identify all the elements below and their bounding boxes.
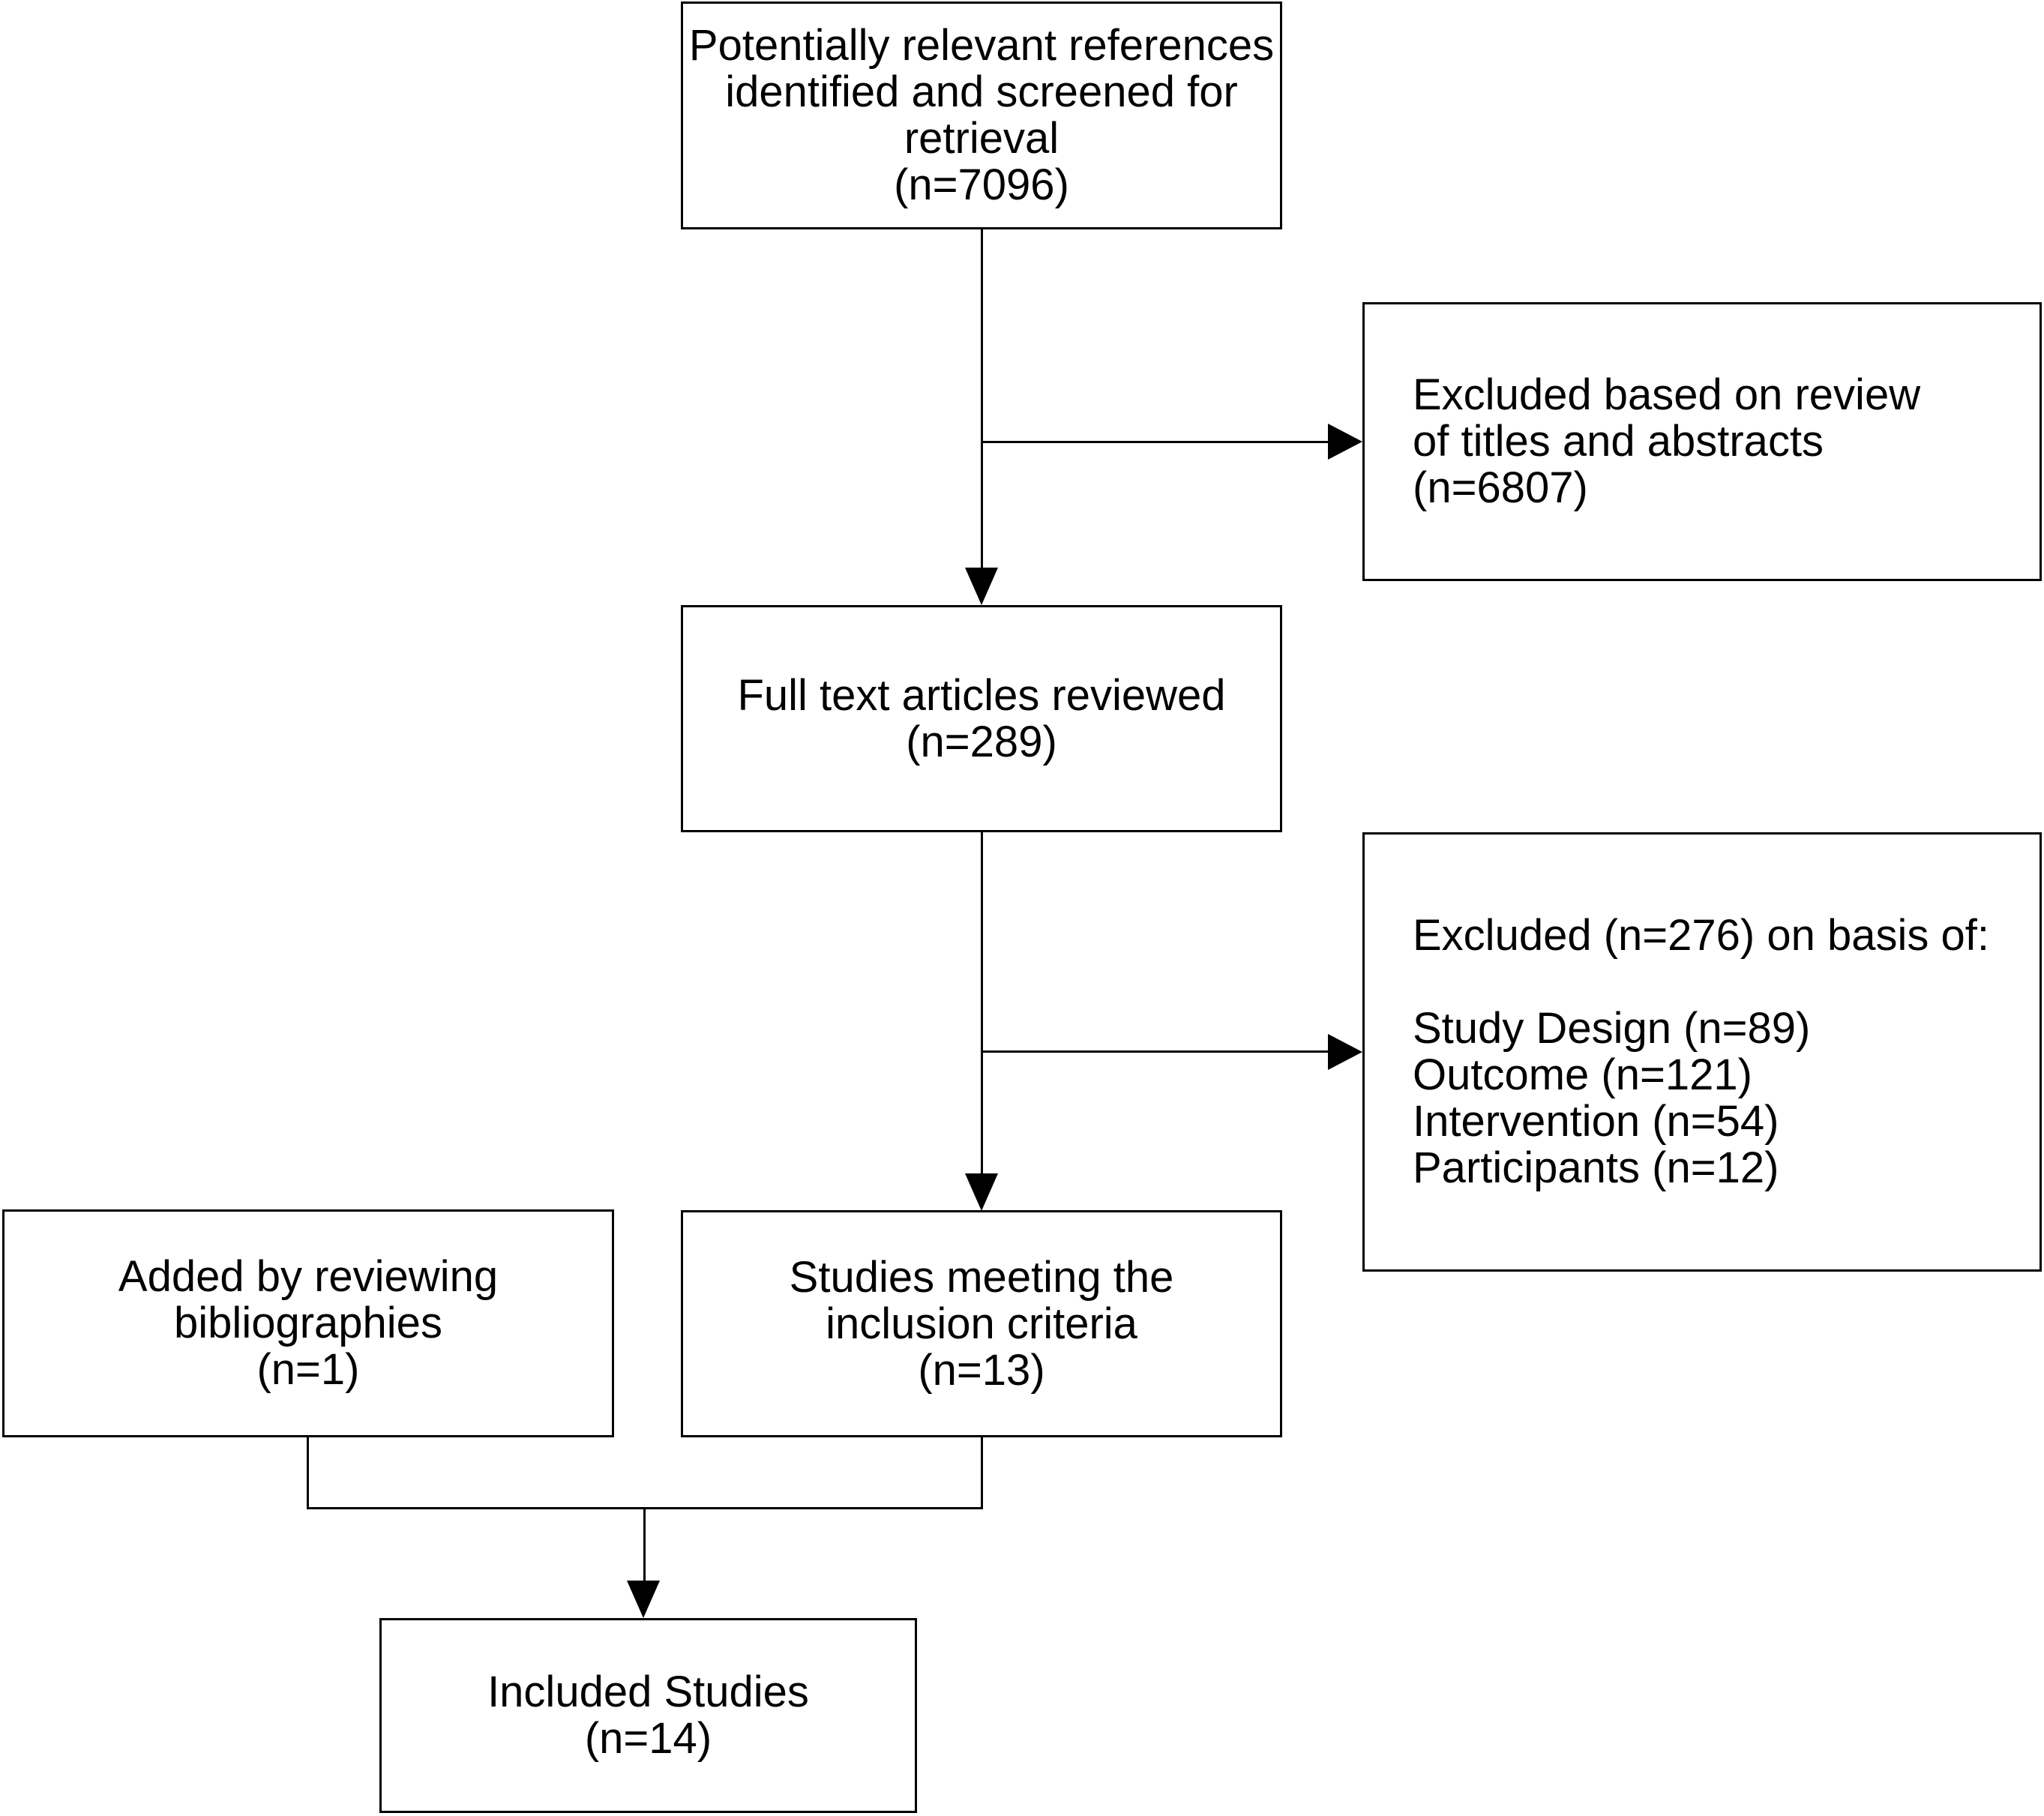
arrowhead-down-icon (965, 568, 998, 605)
connector-screened-to-fulltext (981, 229, 983, 571)
box-added-bibliographies: Added by reviewing bibliographies (n=1) (2, 1209, 614, 1437)
connector-bibliographies-down (307, 1437, 309, 1509)
box-line: retrieval (904, 114, 1059, 163)
box-line: (n=289) (906, 717, 1057, 766)
box-inclusion-criteria: Studies meeting the inclusion criteria (… (681, 1210, 1282, 1437)
box-line: (n=6807) (1413, 463, 1588, 512)
connector-inclusion-down (981, 1437, 983, 1509)
box-line: (n=7096) (894, 160, 1069, 209)
box-screened-references: Potentially relevant references identifi… (681, 1, 1282, 229)
box-line: (n=1) (256, 1345, 360, 1394)
box-line: Added by reviewing (118, 1252, 499, 1301)
box-line: (n=13) (918, 1345, 1045, 1395)
box-line: Study Design (n=89) (1413, 1004, 1811, 1053)
box-line: Excluded (n=276) on basis of: (1413, 911, 1989, 960)
box-line: identified and screened for (725, 67, 1238, 116)
box-excluded-fulltext-reasons: Excluded (n=276) on basis of: Study Desi… (1362, 832, 2042, 1272)
arrowhead-right-icon (1328, 424, 1362, 460)
connector-to-excluded-fulltext (981, 1050, 1329, 1053)
box-included-studies: Included Studies (n=14) (379, 1618, 917, 1813)
box-line: Excluded based on review (1413, 370, 1921, 419)
box-line: Full text articles reviewed (737, 670, 1226, 720)
box-excluded-titles-abstracts: Excluded based on review of titles and a… (1362, 302, 2042, 581)
arrowhead-down-icon (965, 1173, 998, 1211)
connector-merge-to-included (643, 1507, 646, 1581)
arrowhead-down-icon (627, 1581, 660, 1618)
box-line: Included Studies (487, 1668, 809, 1716)
connector-to-excluded-titles (981, 441, 1329, 443)
connector-fulltext-to-inclusion (981, 832, 983, 1173)
box-line: (n=14) (584, 1714, 712, 1763)
box-fulltext-reviewed: Full text articles reviewed (n=289) (681, 605, 1282, 832)
box-line: Outcome (n=121) (1413, 1050, 1752, 1099)
box-line: Intervention (n=54) (1413, 1097, 1779, 1146)
box-line: bibliographies (174, 1299, 442, 1347)
box-line: of titles and abstracts (1413, 417, 1824, 466)
box-line: inclusion criteria (826, 1299, 1137, 1348)
box-line: Potentially relevant references (688, 21, 1275, 70)
arrowhead-right-icon (1328, 1034, 1362, 1070)
box-line: Participants (n=12) (1413, 1143, 1779, 1192)
box-line: Studies meeting the (789, 1252, 1174, 1302)
